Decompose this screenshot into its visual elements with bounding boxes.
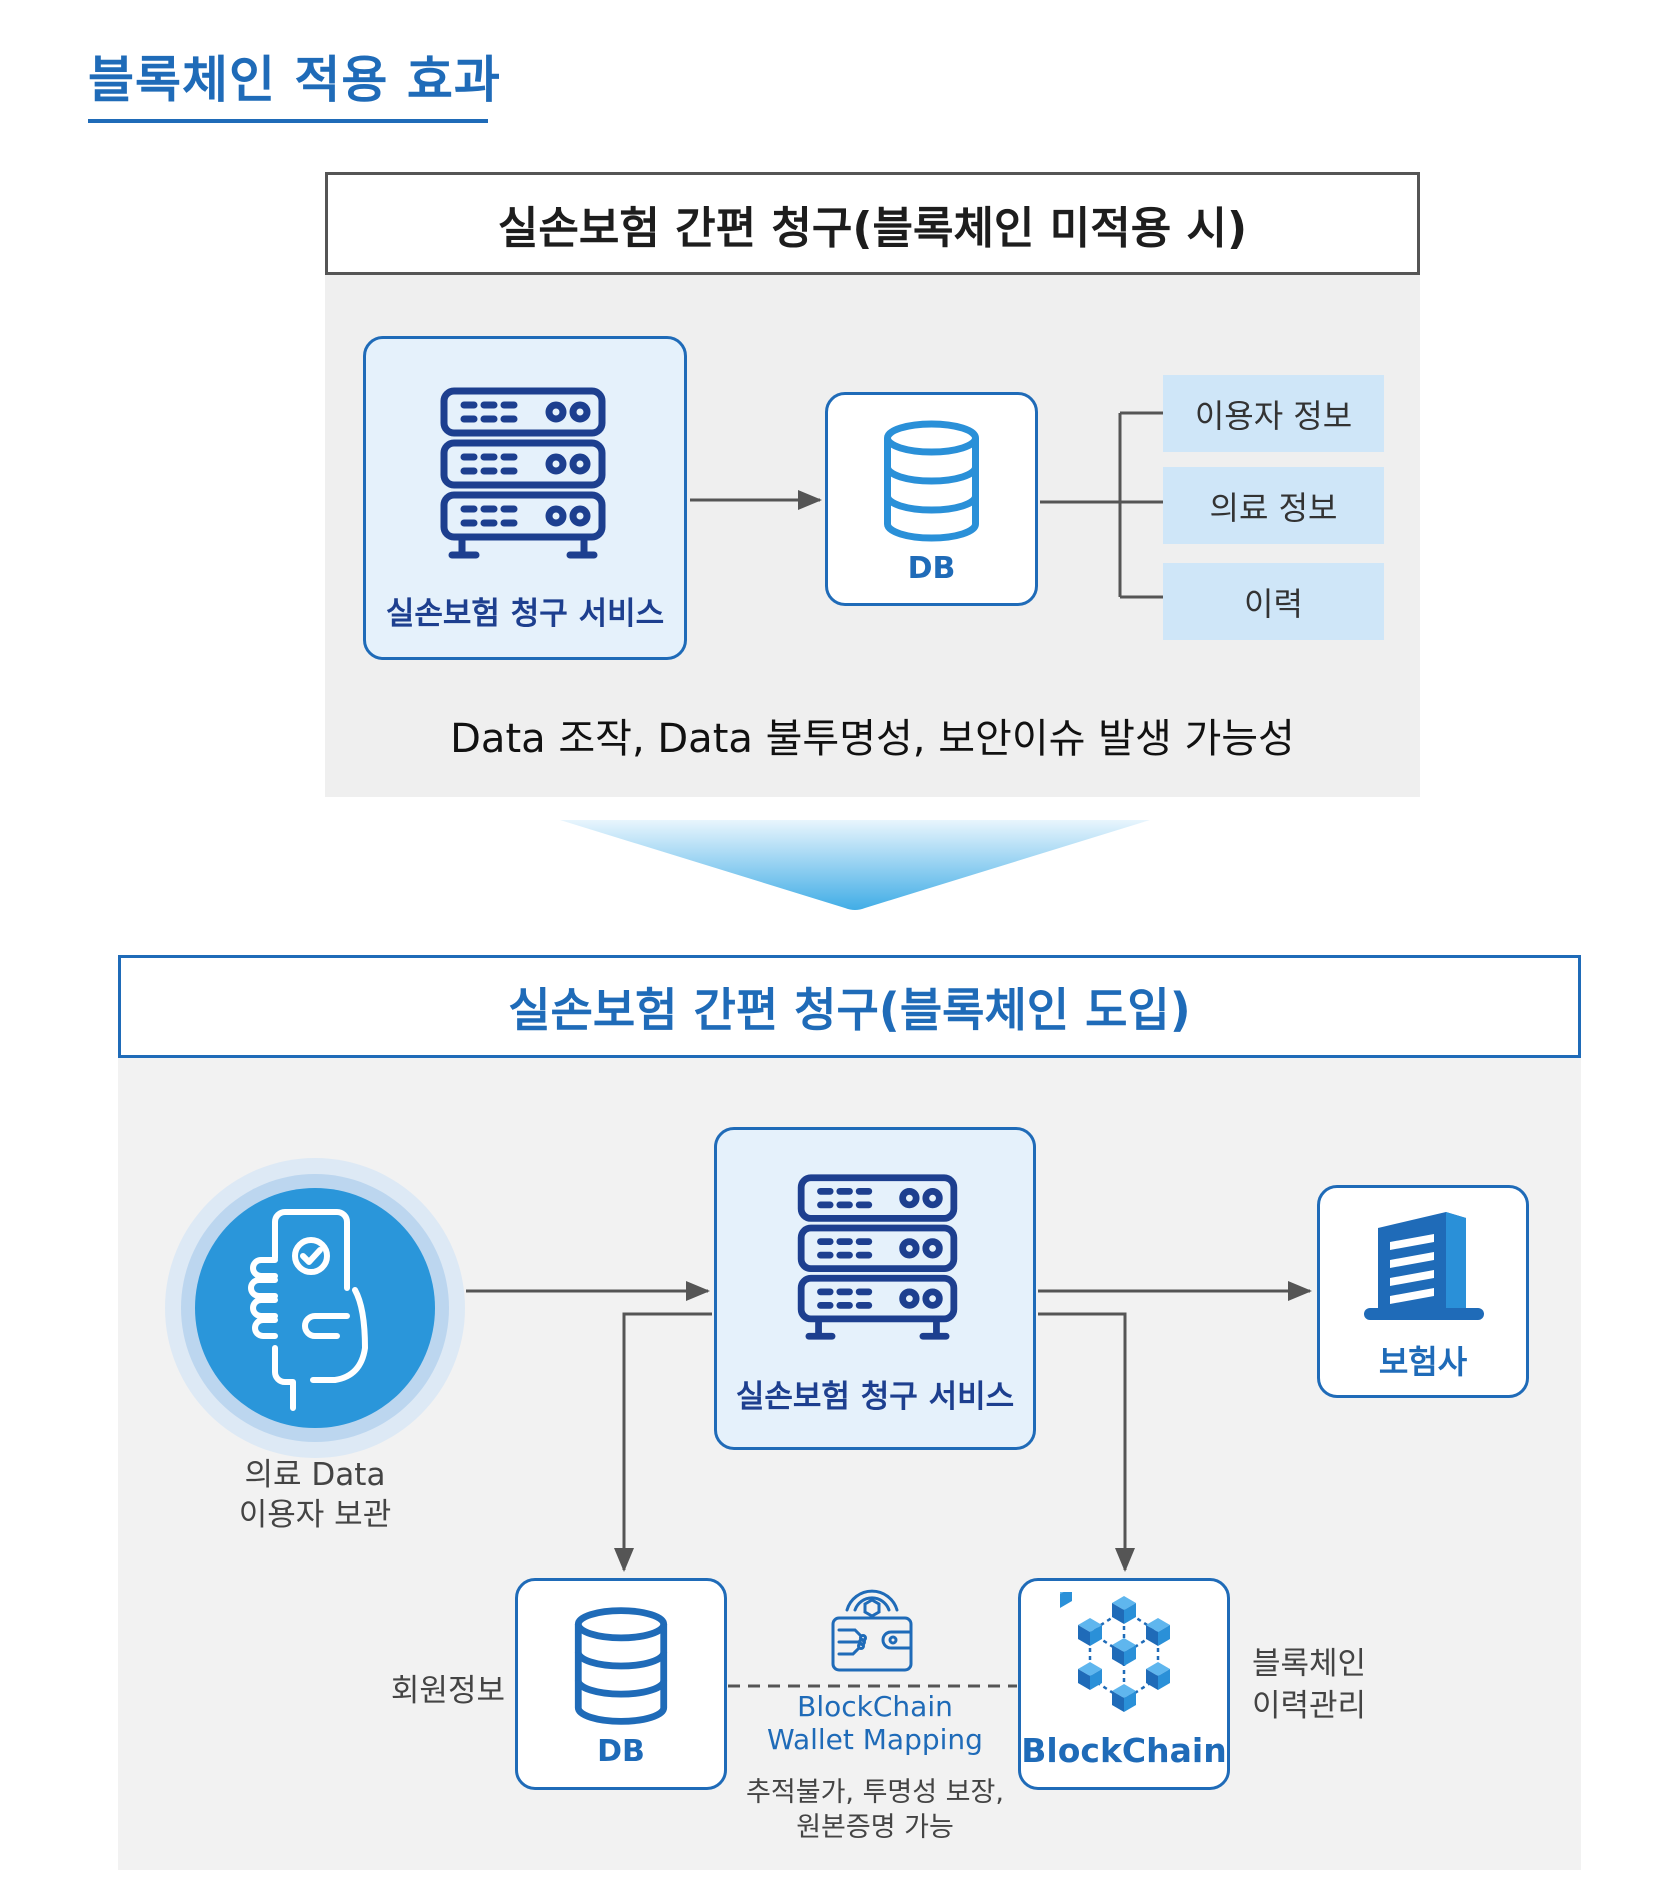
- user-caption-line2: 이용자 보관: [238, 1497, 392, 1533]
- transition-arrow-icon: [560, 820, 1150, 910]
- before-risk-caption: Data 조작, Data 불투명성, 보안이슈 발생 가능성: [450, 716, 1295, 762]
- page-title: 블록체인 적용 효과: [88, 51, 501, 109]
- wallet-label-line2: Wallet Mapping: [767, 1723, 983, 1756]
- server-icon: [440, 387, 606, 559]
- info-box-medical: 의료 정보: [1163, 467, 1384, 544]
- blockchain-caption-line1: 블록체인: [1252, 1646, 1367, 1682]
- blockchain-caption-line2: 이력관리: [1252, 1688, 1367, 1724]
- database-icon: [574, 1607, 668, 1725]
- before-title: 실손보험 간편 청구(블록체인 미적용 시): [325, 172, 1420, 275]
- user-caption-line1: 의료 Data: [244, 1457, 386, 1493]
- page-title-underline: [88, 119, 488, 123]
- before-db-label: DB: [907, 550, 956, 586]
- member-info-caption: 회원정보: [390, 1673, 505, 1709]
- wallet-benefit-caption: 추적불가, 투명성 보장, 원본증명 가능: [705, 1775, 1045, 1845]
- server-icon: [797, 1174, 958, 1340]
- after-service-card: [714, 1127, 1036, 1450]
- wallet-icon: [831, 1589, 913, 1672]
- blockchain-label: BlockChain: [1021, 1730, 1227, 1770]
- phone-check-icon: [165, 1158, 465, 1458]
- after-service-label: 실손보험 청구 서비스: [735, 1378, 1015, 1415]
- blockchain-history-caption: 블록체인 이력관리: [1252, 1643, 1402, 1727]
- user-storage-caption: 의료 Data 이용자 보관: [200, 1455, 430, 1535]
- before-db-card: [825, 392, 1038, 606]
- wallet-mapping-label: BlockChain Wallet Mapping: [745, 1690, 1005, 1756]
- after-db-label: DB: [597, 1733, 645, 1769]
- wallet-caption-line2: 원본증명 가능: [796, 1812, 954, 1843]
- insurer-label: 보험사: [1378, 1343, 1468, 1381]
- database-icon: [884, 420, 979, 542]
- wallet-label-line1: BlockChain: [797, 1690, 953, 1723]
- blockchain-cubes-icon: [1060, 1592, 1170, 1712]
- building-icon: [1364, 1212, 1484, 1320]
- before-service-label: 실손보험 청구 서비스: [385, 595, 665, 632]
- info-box-history: 이력: [1163, 563, 1384, 640]
- after-title: 실손보험 간편 청구(블록체인 도입): [118, 955, 1581, 1058]
- wallet-caption-line1: 추적불가, 투명성 보장,: [746, 1777, 1004, 1808]
- info-box-user: 이용자 정보: [1163, 375, 1384, 452]
